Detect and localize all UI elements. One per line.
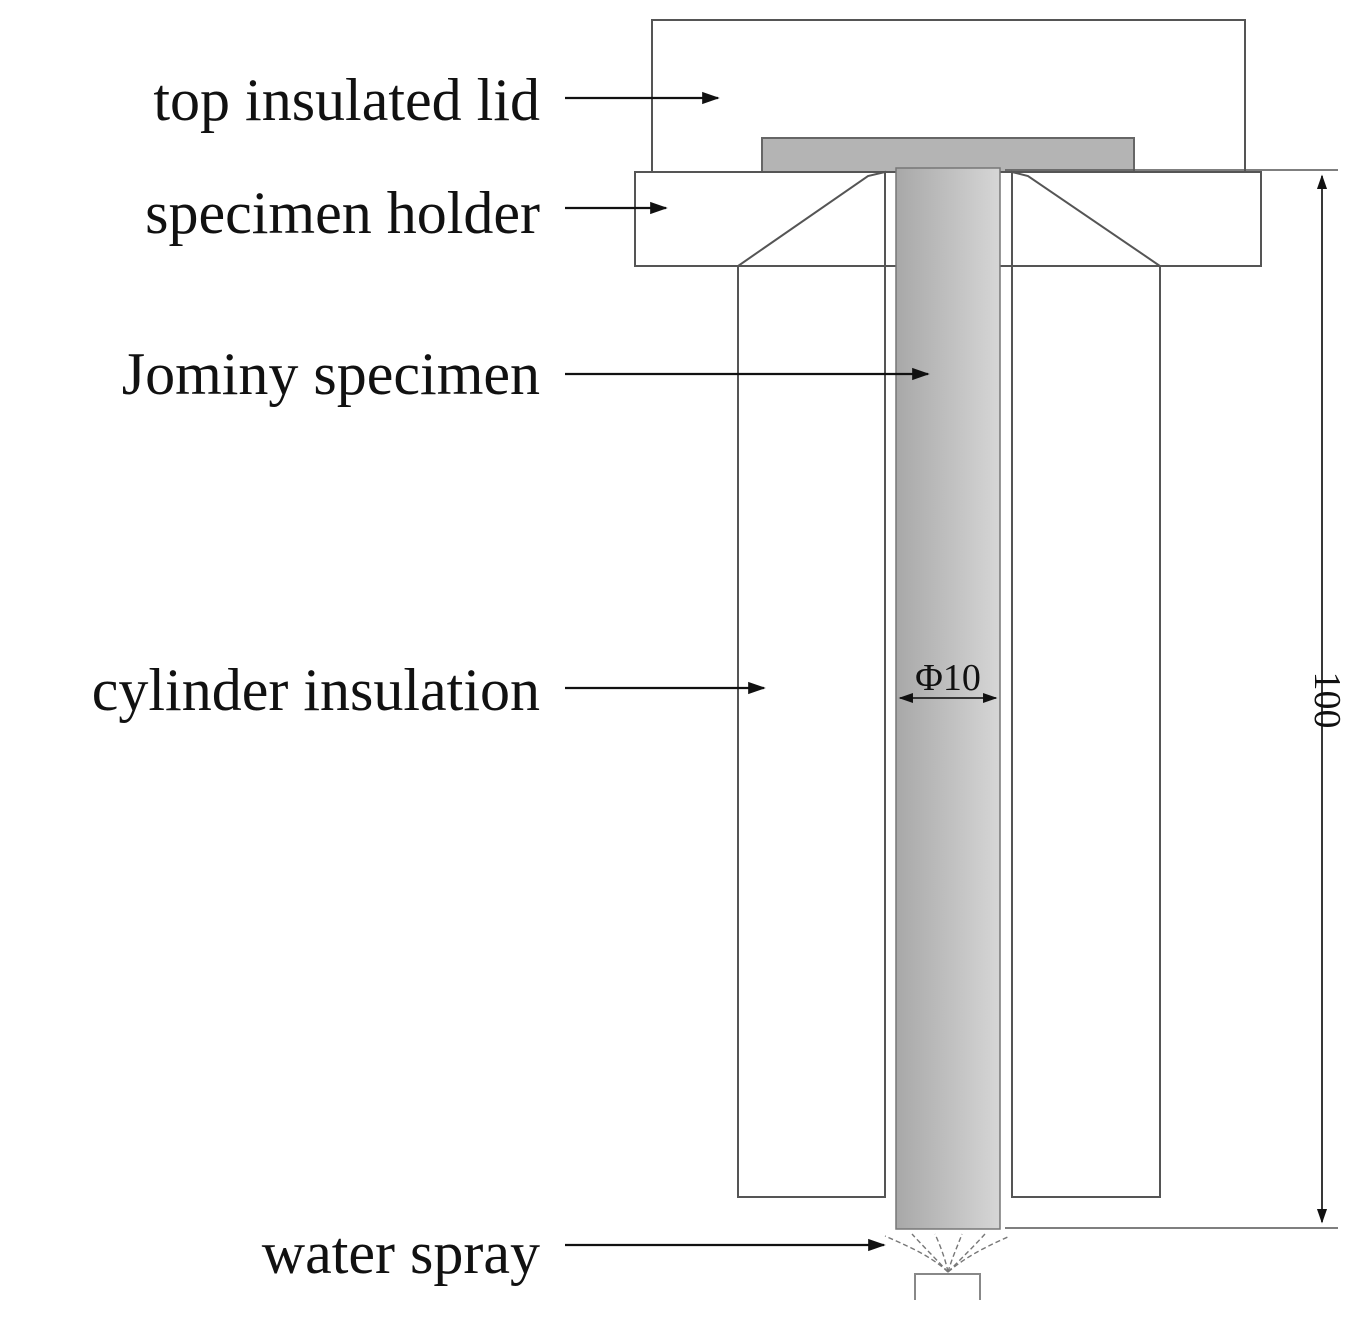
label-spray: water spray <box>262 1220 886 1286</box>
holder-label: specimen holder <box>145 180 540 246</box>
label-top-lid: top insulated lid <box>153 67 720 133</box>
specimen-cap <box>761 137 1135 173</box>
label-insulation: cylinder insulation <box>92 657 766 723</box>
diameter-dimension: Φ10 <box>898 657 998 704</box>
diameter-label: Φ10 <box>915 657 981 699</box>
specimen-label: Jominy specimen <box>122 341 540 407</box>
spray-label: water spray <box>262 1220 540 1286</box>
insulation-label: cylinder insulation <box>92 657 540 723</box>
length-dimension: 100 <box>1005 169 1348 1229</box>
top-lid-label: top insulated lid <box>153 67 540 133</box>
cylinder-insulation <box>635 170 1261 1198</box>
label-specimen: Jominy specimen <box>122 341 930 407</box>
length-label: 100 <box>1306 672 1348 729</box>
water-spray <box>884 1233 1011 1300</box>
label-holder: specimen holder <box>145 180 668 246</box>
